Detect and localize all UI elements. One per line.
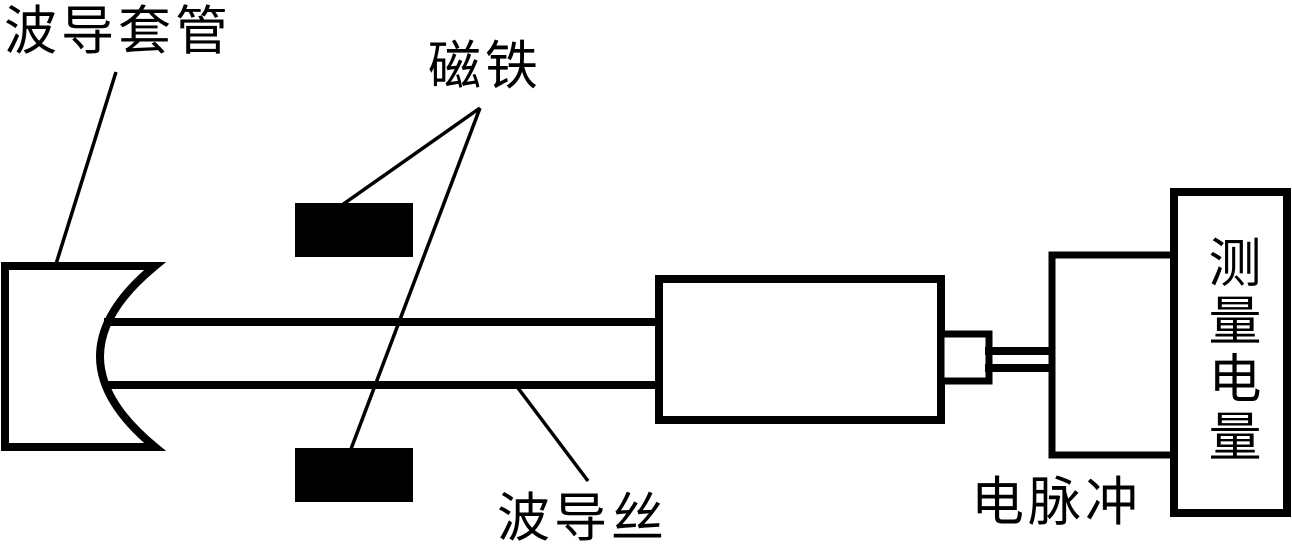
waveguide-sleeve-shape: [1, 262, 167, 451]
leader-line-sleeve: [54, 71, 118, 265]
meter-box: [1170, 188, 1291, 517]
pulse-box: [1048, 251, 1178, 459]
magnet-label: 磁铁: [428, 38, 542, 96]
magnet-bottom: [295, 448, 413, 502]
leader-line-wire: [516, 386, 590, 483]
leader-line-magnet-top: [340, 106, 482, 207]
magnet-top: [295, 203, 413, 257]
transducer-body: [655, 275, 945, 424]
waveguide-sleeve-label: 波导套管: [4, 3, 232, 61]
leader-line-magnet-bottom: [349, 107, 482, 450]
connector-square: [937, 330, 993, 385]
waveguide-wire-label: 波导丝: [497, 490, 668, 548]
electric-pulse-label: 电脉冲: [971, 474, 1142, 532]
measurement-display-label: 测量电量: [1201, 235, 1259, 467]
